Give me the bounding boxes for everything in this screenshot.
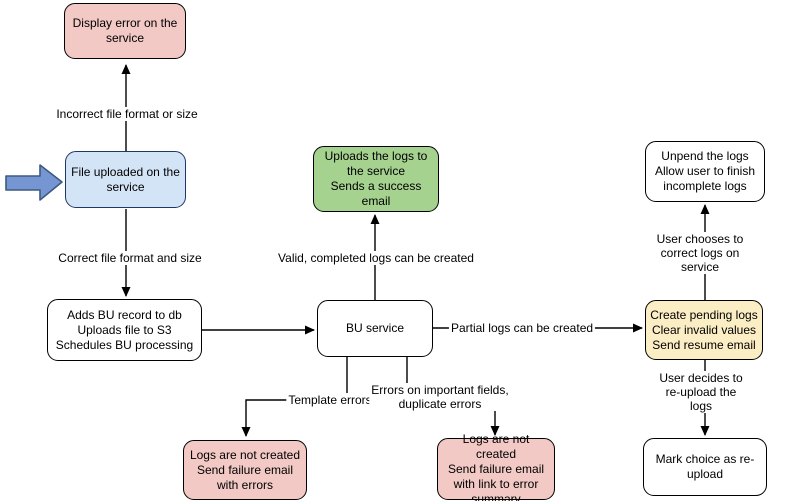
node-mark-choice-reupload: Mark choice as re- upload (643, 438, 767, 496)
node-uploads-logs-success: Uploads the logs to the service Sends a … (313, 146, 439, 212)
node-display-error: Display error on the service (64, 3, 186, 59)
node-logs-failure-errors: Logs are not created Send failure email … (183, 440, 307, 500)
edge-label-user-corrects: User chooses to correct logs on service (649, 232, 751, 274)
edge-label-partial-logs: Partial logs can be created (448, 321, 596, 335)
node-logs-failure-summary: Logs are not created Send failure email … (437, 432, 555, 501)
node-create-pending-logs: Create pending logs Clear invalid values… (645, 300, 763, 360)
edge-label-field-errors: Errors on important fields, duplicate er… (369, 383, 511, 411)
node-adds-bu-record: Adds BU record to db Uploads file to S3 … (47, 299, 202, 361)
node-file-uploaded: File uploaded on the service (65, 151, 186, 208)
edge-label-user-reuploads: User decides to re-upload the logs (651, 371, 751, 413)
node-bu-service: BU service (317, 300, 433, 357)
edge-label-incorrect-format: Incorrect file format or size (54, 107, 200, 121)
node-unpend-logs: Unpend the logs Allow user to finish inc… (645, 141, 765, 202)
edge-label-template-errors: Template errors (286, 393, 374, 407)
edge-label-correct-format: Correct file format and size (56, 251, 204, 265)
edge-label-valid-logs: Valid, completed logs can be created (276, 251, 476, 265)
entry-arrow-icon (5, 164, 63, 201)
